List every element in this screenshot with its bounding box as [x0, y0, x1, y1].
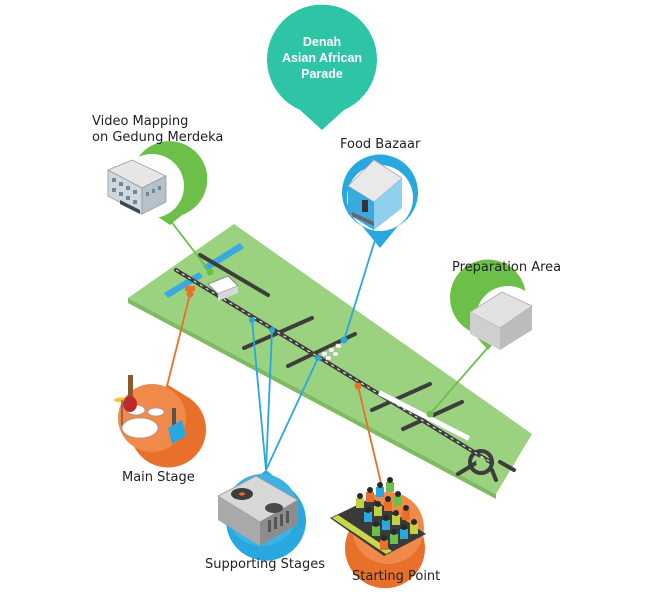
title-line-3: Parade	[301, 67, 343, 81]
title-line-1: Denah	[303, 35, 341, 49]
tent-icon	[469, 291, 533, 350]
connector-dots	[186, 268, 434, 418]
food-bazaar-pin	[342, 154, 418, 248]
mini-preparation-tents	[377, 389, 471, 442]
mini-stage	[185, 286, 195, 291]
supporting-stages-pin	[217, 470, 306, 561]
video-mapping-label-1: Video Mapping	[92, 114, 188, 129]
starting-point-pin	[330, 477, 426, 589]
dj-turntable-icon	[217, 475, 299, 546]
crowd-icon	[330, 477, 426, 556]
video-mapping-label-2: on Gedung Merdeka	[92, 130, 223, 145]
starting-point-label: Starting Point	[352, 569, 440, 584]
main-stage-label: Main Stage	[122, 470, 195, 485]
title-pin: Denah Asian African Parade	[267, 4, 378, 131]
main-stage-pin	[114, 375, 206, 468]
drum-kit-icon	[114, 375, 186, 444]
video-mapping-pin	[107, 141, 208, 225]
title-line-2: Asian African	[282, 51, 362, 65]
tent-stall-icon	[347, 159, 403, 230]
preparation-area-label: Preparation Area	[452, 260, 561, 275]
connector-lines	[165, 219, 491, 501]
food-bazaar-label: Food Bazaar	[340, 137, 421, 152]
supporting-stages-label: Supporting Stages	[205, 557, 325, 572]
preparation-area-pin	[450, 259, 540, 350]
mini-stalls	[321, 343, 342, 361]
roundabout	[468, 449, 494, 475]
mini-building	[207, 275, 239, 301]
building-icon	[107, 159, 167, 215]
